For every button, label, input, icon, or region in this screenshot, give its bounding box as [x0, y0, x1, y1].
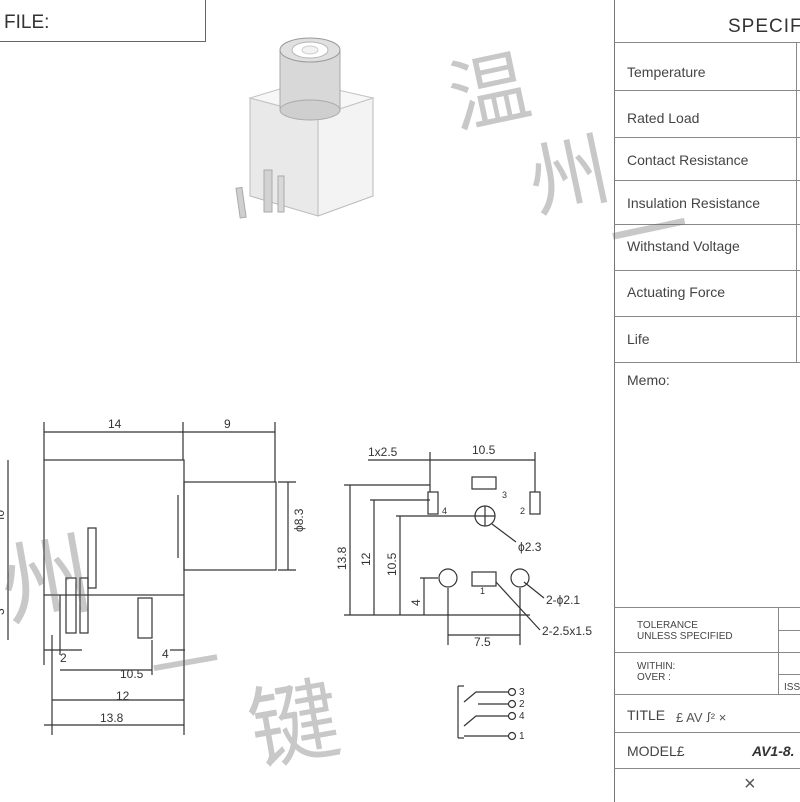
schematic-terminal — [507, 711, 517, 721]
model-value: AV1-8. — [752, 743, 795, 759]
dim-7-5: 7.5 — [474, 635, 491, 649]
schematic-terminal — [507, 731, 517, 741]
dim-4-h: 4 — [409, 599, 423, 606]
memo-label: Memo: — [627, 372, 670, 388]
dim-9: 9 — [224, 417, 231, 431]
dim-2-slots: 2-2.5x1.5 — [542, 624, 592, 638]
spec-row-rated-load: Rated Load — [627, 110, 700, 126]
dim-phi-2-3: ϕ2.3 — [518, 540, 542, 554]
product-photo — [235, 37, 375, 219]
dim-12: 12 — [116, 689, 130, 703]
slot-pin-2 — [529, 491, 541, 515]
pin-label-1: 1 — [480, 586, 485, 596]
schematic-terminal — [507, 687, 517, 697]
dim-slot-1x2-5: 1x2.5 — [368, 445, 398, 459]
file-label: FILE: — [4, 12, 50, 33]
dim-13-8-h: 13.8 — [335, 546, 349, 570]
slot-pin-4 — [427, 491, 439, 515]
side-pin — [65, 577, 77, 634]
dim-10-5-width: 10.5 — [472, 443, 496, 457]
iss-label: ISS — [784, 682, 800, 693]
spec-row-actuating-force: Actuating Force — [627, 284, 726, 300]
dim-13-8: 13.8 — [100, 711, 124, 725]
side-pin — [79, 577, 89, 634]
dim-left-partial-2: 3 — [0, 608, 7, 615]
title-label: TITLE — [627, 707, 666, 723]
schematic-pin-4: 4 — [519, 711, 525, 722]
schematic-pin-2: 2 — [519, 699, 525, 710]
pin-label-3: 3 — [502, 490, 507, 500]
schematic-pin-3: 3 — [519, 687, 525, 698]
dim-diameter-8-3: ϕ8.3 — [292, 508, 306, 532]
spec-row-contact-resistance: Contact Resistance — [627, 152, 749, 168]
schematic-terminal — [507, 699, 517, 709]
schematic-symbol: 3 2 4 1 — [457, 685, 525, 742]
watermark-char: 州 — [520, 122, 619, 231]
close-x-mark: × — [744, 773, 756, 795]
pin-label-4: 4 — [442, 506, 447, 516]
file-header-box — [0, 0, 206, 42]
photo-pin — [277, 175, 285, 213]
side-barrel — [183, 481, 277, 571]
spec-row-withstand-voltage: Withstand Voltage — [627, 238, 740, 254]
spec-row-life: Life — [627, 331, 650, 347]
photo-pin — [235, 186, 247, 219]
side-view-drawing: 14 9 ϕ8.3 2 4 10.5 12 13.8 ı0 3 — [0, 417, 306, 735]
spec-title: SPECIF — [728, 16, 800, 37]
dim-10-5: 10.5 — [120, 667, 144, 681]
title-value: £ AV ꭍ² × — [676, 710, 727, 725]
over-label: OVER : — [637, 672, 671, 683]
slot-pin-3 — [471, 476, 497, 490]
dim-14: 14 — [108, 417, 122, 431]
tolerance-sub-label: UNLESS SPECIFIED — [637, 631, 733, 642]
spec-row-temperature: Temperature — [627, 64, 706, 80]
footprint-drawing: 10.5 1x2.5 13.8 12 10.5 4 ϕ2.3 2-ϕ2.1 2-… — [335, 443, 592, 649]
dim-left-partial: ı0 — [0, 510, 7, 520]
slot-pin-1 — [471, 571, 497, 587]
dim-10-5-h: 10.5 — [385, 552, 399, 576]
spec-row-insulation-resistance: Insulation Resistance — [627, 195, 761, 211]
spec-panel — [614, 0, 800, 802]
hole-left — [438, 568, 458, 588]
side-pin — [137, 597, 153, 639]
dim-2: 2 — [60, 651, 67, 665]
photo-pin — [263, 169, 273, 213]
dim-12-h: 12 — [359, 552, 373, 566]
pin-label-2: 2 — [520, 506, 525, 516]
tolerance-label: TOLERANCE — [637, 620, 698, 631]
watermark-char: 键 — [241, 665, 348, 785]
dim-2-phi-2-1: 2-ϕ2.1 — [546, 593, 580, 607]
schematic-pin-1: 1 — [519, 731, 525, 742]
hole-right — [510, 568, 530, 588]
model-label: MODEL£ — [627, 743, 685, 759]
dim-4: 4 — [162, 647, 169, 661]
within-label: WITHIN: — [637, 661, 676, 672]
